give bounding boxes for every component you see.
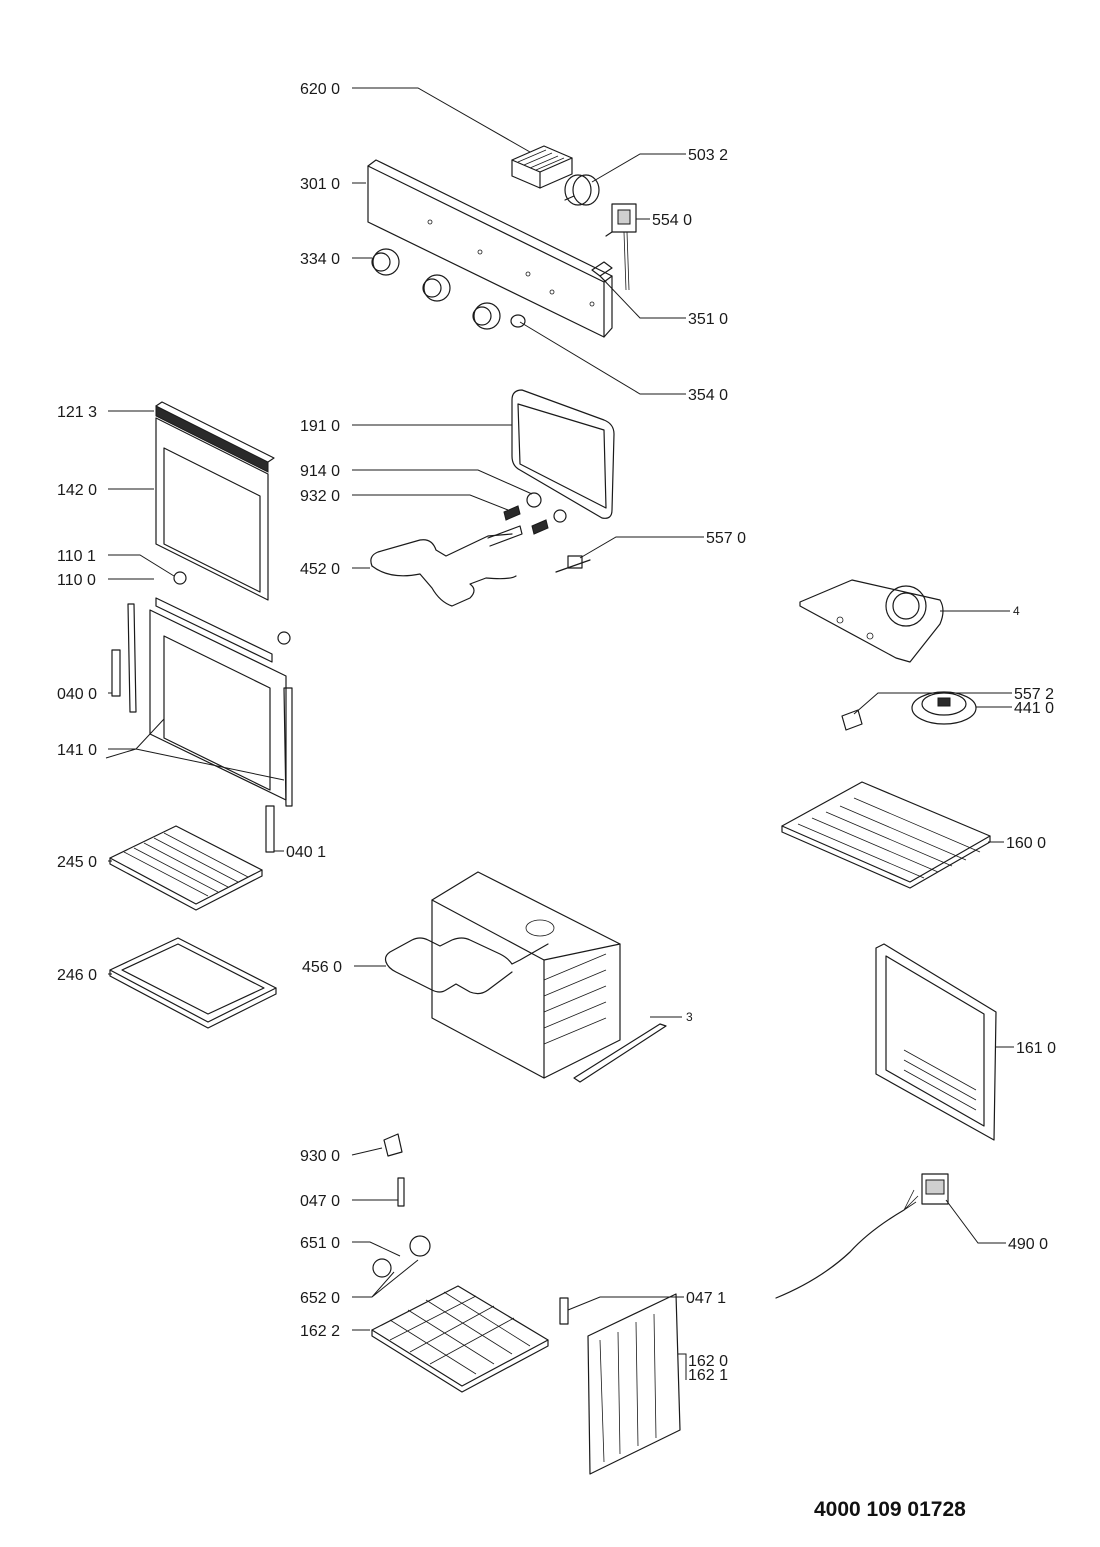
label-354-0: 354 0 [688, 387, 728, 404]
hinge-bushes-110 [155, 571, 291, 663]
label-334-0: 334 0 [300, 251, 340, 268]
label-557-2: 557 2 [1014, 686, 1054, 703]
label-490-0: 490 0 [1008, 1236, 1048, 1253]
back-panel-161-0 [875, 943, 997, 1141]
part-labels: 620 0 503 2 301 0 554 0 334 0 351 0 354 … [57, 81, 1056, 1384]
thermostat-554-0 [605, 203, 637, 291]
label-162-0: 162 0 [688, 1353, 728, 1370]
label-932-0: 932 0 [300, 488, 340, 505]
leader-lines [105, 87, 1014, 1380]
label-040-1: 040 1 [286, 844, 326, 861]
label-620-0: 620 0 [300, 81, 340, 98]
label-047-0: 047 0 [300, 1193, 340, 1210]
label-4: 4 [1013, 604, 1020, 618]
label-047-1: 047 1 [686, 1290, 726, 1307]
bottom-grill-162-2 [371, 1285, 549, 1393]
label-557-0: 557 0 [706, 530, 746, 547]
label-142-0: 142 0 [57, 482, 97, 499]
label-161-0: 161 0 [1016, 1040, 1056, 1057]
small-parts [372, 1023, 667, 1325]
outer-door-glass-142-0 [155, 417, 269, 601]
fan-motor-441-0 [911, 691, 977, 725]
label-914-0: 914 0 [300, 463, 340, 480]
label-160-0: 160 0 [1006, 835, 1046, 852]
control-panel-301-0 [367, 159, 613, 338]
label-141-0: 141 0 [57, 742, 97, 759]
label-301-0: 301 0 [300, 176, 340, 193]
label-162-2: 162 2 [300, 1323, 340, 1340]
sensor-557-0 [555, 555, 591, 573]
label-441-0: 441 0 [1014, 700, 1054, 717]
label-652-0: 652 0 [300, 1290, 340, 1307]
oven-cavity [431, 871, 621, 1079]
label-930-0: 930 0 [300, 1148, 340, 1165]
side-grill-162-0 [587, 1293, 681, 1475]
label-162-1: 162 1 [688, 1367, 728, 1384]
side-runner-160-0 [781, 781, 991, 889]
hinge-040-0 [111, 649, 121, 697]
top-element-452-0 [370, 525, 523, 607]
timer-knob-503-2 [564, 174, 600, 206]
label-040-0: 040 0 [57, 686, 97, 703]
label-110-1: 110 1 [57, 548, 96, 565]
knobs-334-0 [371, 248, 501, 330]
label-351-0: 351 0 [688, 311, 728, 328]
label-651-0: 651 0 [300, 1235, 340, 1252]
bushes-914-932 [503, 492, 567, 535]
fan-cover-4 [799, 579, 944, 663]
inner-door-glass-141-0 [127, 603, 293, 807]
label-3: 3 [686, 1010, 693, 1024]
hinge-040-1 [265, 805, 275, 853]
label-456-0: 456 0 [302, 959, 342, 976]
label-503-2: 503 2 [688, 147, 728, 164]
grill-245-0 [109, 825, 263, 911]
lower-element-456-0 [384, 937, 549, 995]
document-number: 4000 109 01728 [814, 1498, 966, 1521]
label-121-3: 121 3 [57, 404, 97, 421]
tray-246-0 [109, 937, 277, 1029]
button-354-0 [510, 314, 526, 328]
bracket-557-2 [841, 709, 863, 731]
label-191-0: 191 0 [300, 418, 340, 435]
terminal-block-620-0 [511, 145, 573, 189]
label-452-0: 452 0 [300, 561, 340, 578]
label-110-0: 110 0 [57, 572, 96, 589]
label-246-0: 246 0 [57, 967, 97, 984]
label-554-0: 554 0 [652, 212, 692, 229]
door-profile-121-3 [155, 401, 275, 473]
seal-191-0 [511, 389, 615, 519]
cable-490-0 [775, 1173, 949, 1299]
label-245-0: 245 0 [57, 854, 97, 871]
